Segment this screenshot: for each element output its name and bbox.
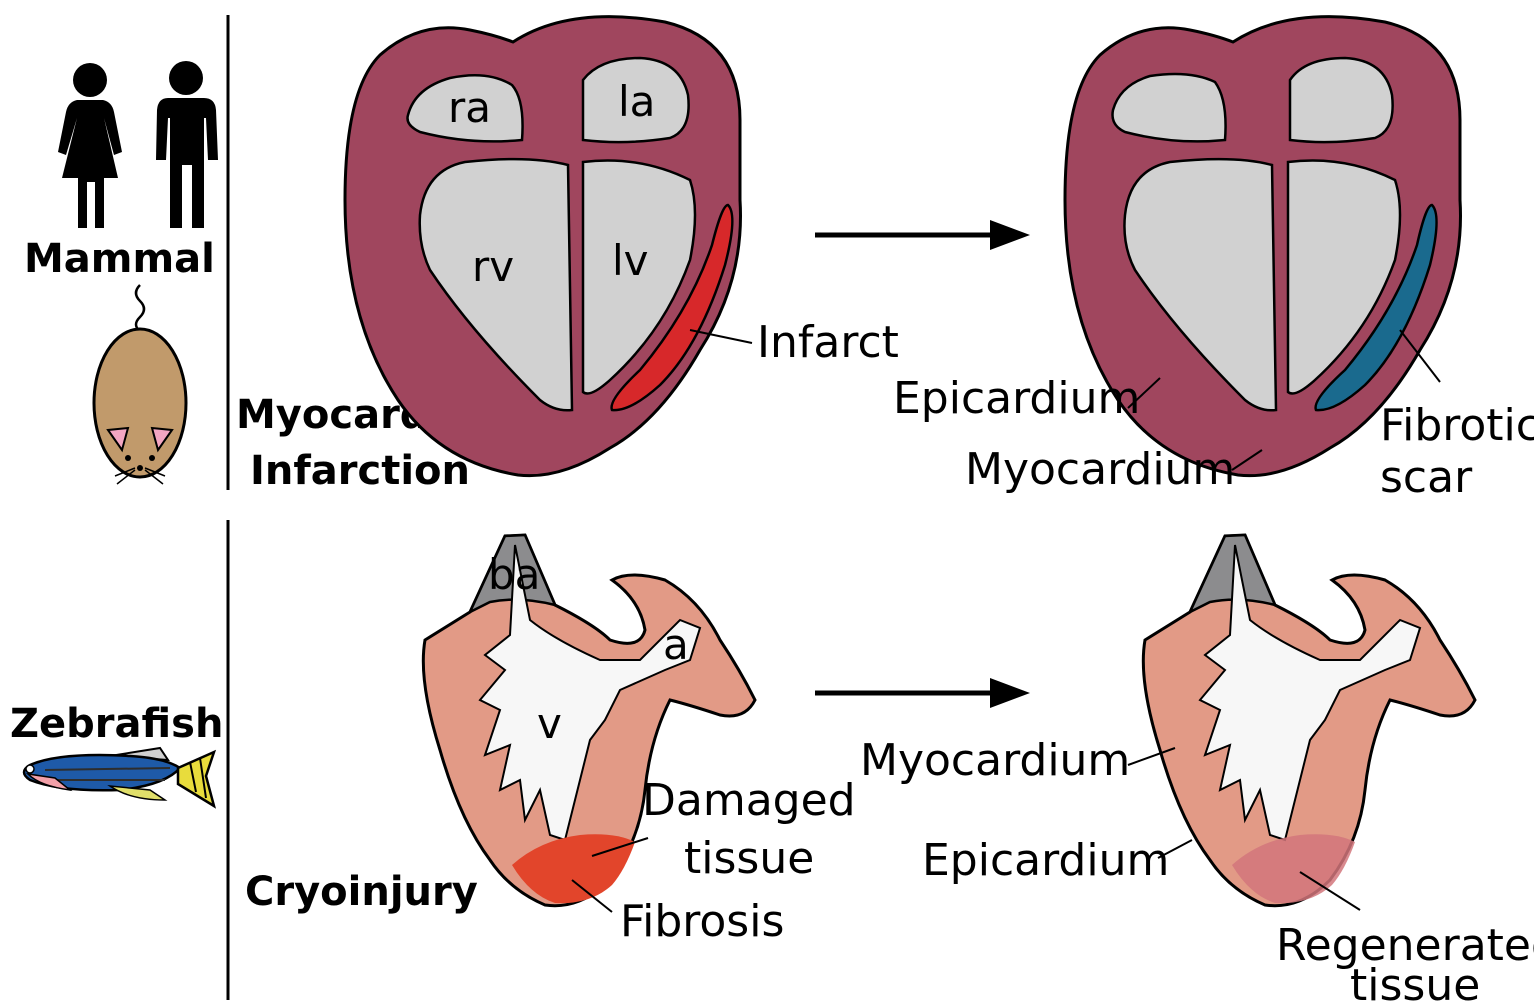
damaged-label-line1: Damaged xyxy=(642,775,856,826)
chamber-label-rv: rv xyxy=(472,242,514,291)
chamber-label-a: a xyxy=(663,620,689,669)
infarct-label: Infarct xyxy=(757,317,899,368)
chamber-label-la: la xyxy=(618,77,655,126)
epicardium-label-bottom: Epicardium xyxy=(922,835,1169,886)
injury-label-mi-line2: Infarction xyxy=(250,448,470,494)
mouse-icon xyxy=(94,285,186,484)
regen-label-line2: tissue xyxy=(1350,960,1480,1006)
chamber-label-v: v xyxy=(537,699,562,748)
myocardium-label-bottom: Myocardium xyxy=(860,735,1130,786)
arrow-right-icon xyxy=(815,220,1030,250)
cryoinjury-label: Cryoinjury xyxy=(245,869,478,915)
zebrafish-label: Zebrafish xyxy=(10,701,223,747)
arrow-right-icon xyxy=(815,678,1030,708)
fibrotic-scar-label-line1: Fibrotic xyxy=(1380,400,1534,451)
woman-icon xyxy=(58,63,122,228)
damaged-label-line2: tissue xyxy=(684,833,814,884)
man-icon xyxy=(156,61,218,228)
myocardium-label-top: Myocardium xyxy=(965,444,1235,495)
chamber-label-ba: ba xyxy=(488,550,540,599)
mammal-label: Mammal xyxy=(24,236,215,282)
fibrosis-label: Fibrosis xyxy=(620,896,784,947)
mammal-heart-injured xyxy=(345,17,741,476)
chamber-label-lv: lv xyxy=(612,236,649,285)
zebrafish-heart-regenerated xyxy=(1143,535,1475,906)
zebrafish-icon xyxy=(24,748,214,806)
epicardium-label-top: Epicardium xyxy=(893,373,1140,424)
chamber-label-ra: ra xyxy=(448,83,491,132)
fibrotic-scar-label-line2: scar xyxy=(1380,452,1473,503)
